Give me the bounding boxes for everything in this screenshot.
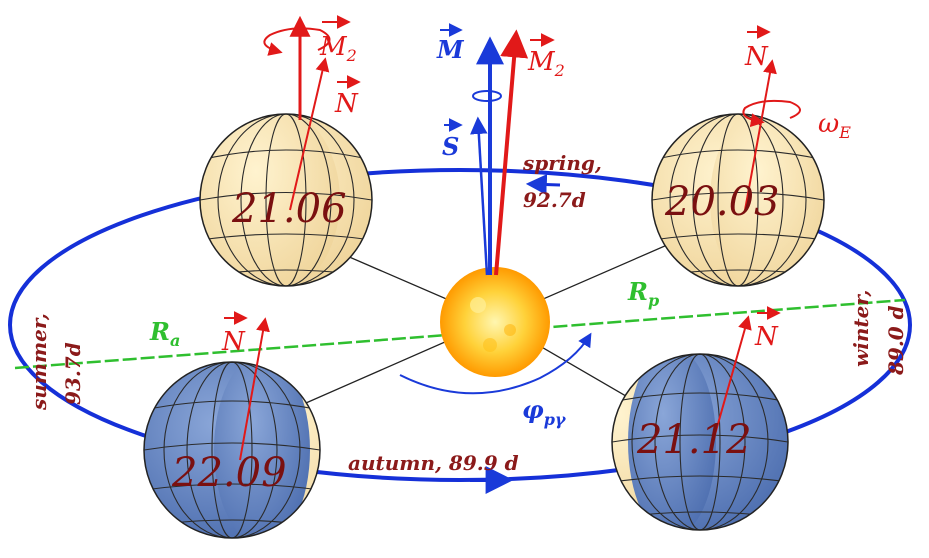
- date-december: 21.12: [636, 417, 752, 463]
- label-n-december: N: [754, 322, 779, 352]
- vector-s-arrow: [470, 116, 489, 276]
- label-m2-june: M2: [319, 32, 357, 65]
- phi-angle-arc: [399, 332, 592, 395]
- label-s: S: [442, 132, 459, 161]
- season-summer-line1: summer,: [27, 313, 51, 411]
- date-march: 20.03: [664, 179, 780, 225]
- rotation-arrow-march: [742, 99, 801, 128]
- season-spring-line1: spring,: [522, 151, 602, 175]
- earth-september: [143, 361, 321, 539]
- date-september: 22.09: [171, 450, 287, 496]
- orbit-direction-arrow-top: [525, 174, 561, 196]
- label-n-march: N: [744, 42, 769, 72]
- label-n-september: N: [221, 327, 246, 357]
- vector-m2-arrow-center: [494, 29, 529, 276]
- label-rp: Rp: [627, 277, 659, 310]
- season-spring-line2: 92.7d: [523, 188, 586, 212]
- earth-march: [651, 113, 825, 287]
- season-summer-line2: 93.7d: [61, 342, 85, 405]
- label-phi: φpγ: [522, 395, 567, 429]
- label-ra: Ra: [149, 317, 180, 350]
- vector-s-rotation: [472, 90, 502, 102]
- earth-june: [199, 113, 373, 287]
- vector-n-arrow-september: [239, 317, 270, 461]
- label-m2-center: M2: [527, 47, 565, 80]
- orbit-ellipse: [8, 168, 912, 482]
- season-winter-line2: 89.0 d: [884, 305, 908, 376]
- sun: [440, 267, 550, 377]
- vector-n-arrow-march: [744, 59, 777, 211]
- vector-n-arrow-december: [709, 315, 752, 453]
- season-autumn: autumn, 89.9 d: [348, 451, 519, 475]
- label-n-june: N: [334, 89, 359, 119]
- label-m: M: [436, 35, 465, 64]
- date-june: 21.06: [231, 186, 347, 232]
- label-omega: ωE: [818, 109, 851, 142]
- rotation-arrow-june: [263, 27, 331, 56]
- earth-december: [611, 353, 789, 531]
- vector-n-arrow-june: [289, 57, 330, 211]
- season-winter-line1: winter,: [849, 290, 873, 367]
- apsides-line: [14, 298, 906, 370]
